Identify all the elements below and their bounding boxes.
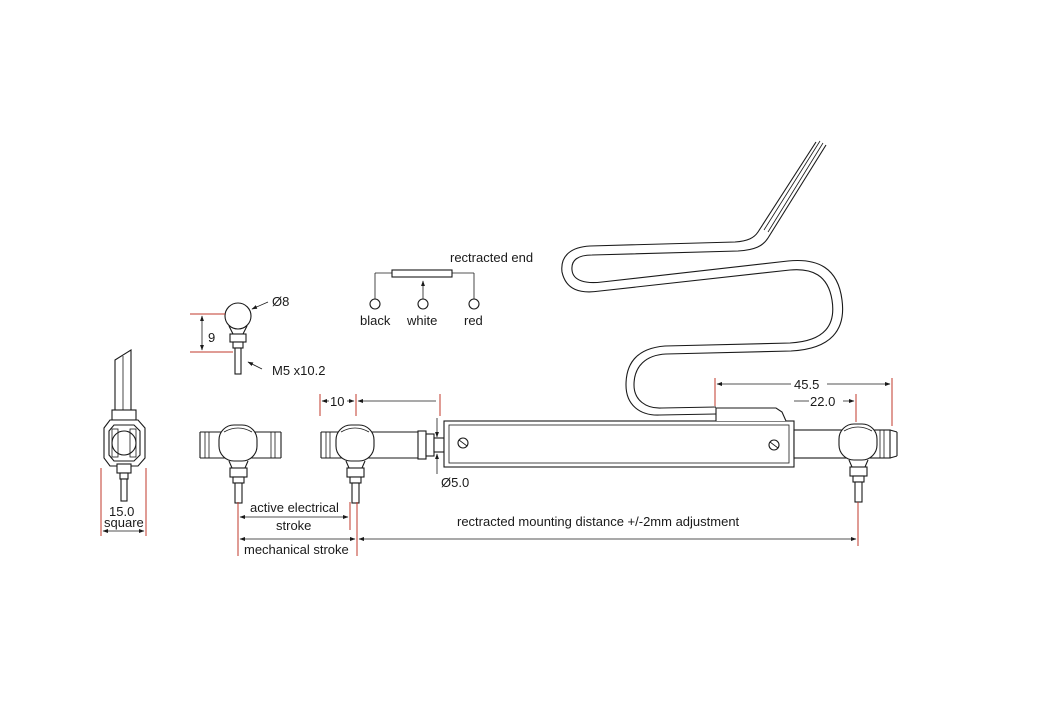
- ball-joint-detail: 9 Ø8 M5 x10.2: [190, 294, 325, 378]
- wire-label-red: red: [464, 313, 483, 328]
- dim-10-label: 10: [330, 394, 344, 409]
- resistor-element: [391, 269, 453, 278]
- shaft: [433, 437, 445, 453]
- ball-diameter-label: Ø8: [272, 294, 289, 309]
- wire-label-black: black: [360, 313, 391, 328]
- wire-label-white: white: [406, 313, 437, 328]
- ball-head: [224, 302, 252, 330]
- square-size-label: 15.0: [109, 504, 134, 519]
- sensor-housing: [443, 420, 795, 468]
- wiring-diagram: rectracted end black white red: [360, 250, 533, 328]
- mechanical-stroke-label: mechanical stroke: [244, 542, 349, 557]
- retracted-distance-label: rectracted mounting distance +/-2mm adju…: [457, 514, 740, 529]
- rod-end-ball-right: [838, 423, 878, 461]
- shaft-diameter-label: Ø5.0: [441, 475, 469, 490]
- threaded-stud: [234, 347, 242, 375]
- end-view: 15.0 square: [100, 349, 147, 536]
- dim-45-5-label: 45.5: [794, 377, 819, 392]
- thread-label: M5 x10.2: [272, 363, 325, 378]
- cable: [561, 141, 834, 416]
- square-word-label: square: [104, 515, 144, 530]
- white-terminal: [417, 298, 429, 310]
- ball-height-label: 9: [208, 330, 215, 345]
- rod-end-ball: [335, 424, 375, 462]
- dim-22-0-label: 22.0: [810, 394, 835, 409]
- active-electrical-label-1: active electrical: [250, 500, 339, 515]
- wiring-title: rectracted end: [450, 250, 533, 265]
- cable-exit: [715, 407, 787, 422]
- black-terminal: [369, 298, 381, 310]
- red-terminal: [468, 298, 480, 310]
- main-sensor: [320, 140, 898, 504]
- active-electrical-label-2: stroke: [276, 518, 311, 533]
- extended-rod-end: [199, 424, 282, 504]
- dimensions: 10 Ø5.0 45.5 22.0 active electrical stro…: [237, 376, 893, 557]
